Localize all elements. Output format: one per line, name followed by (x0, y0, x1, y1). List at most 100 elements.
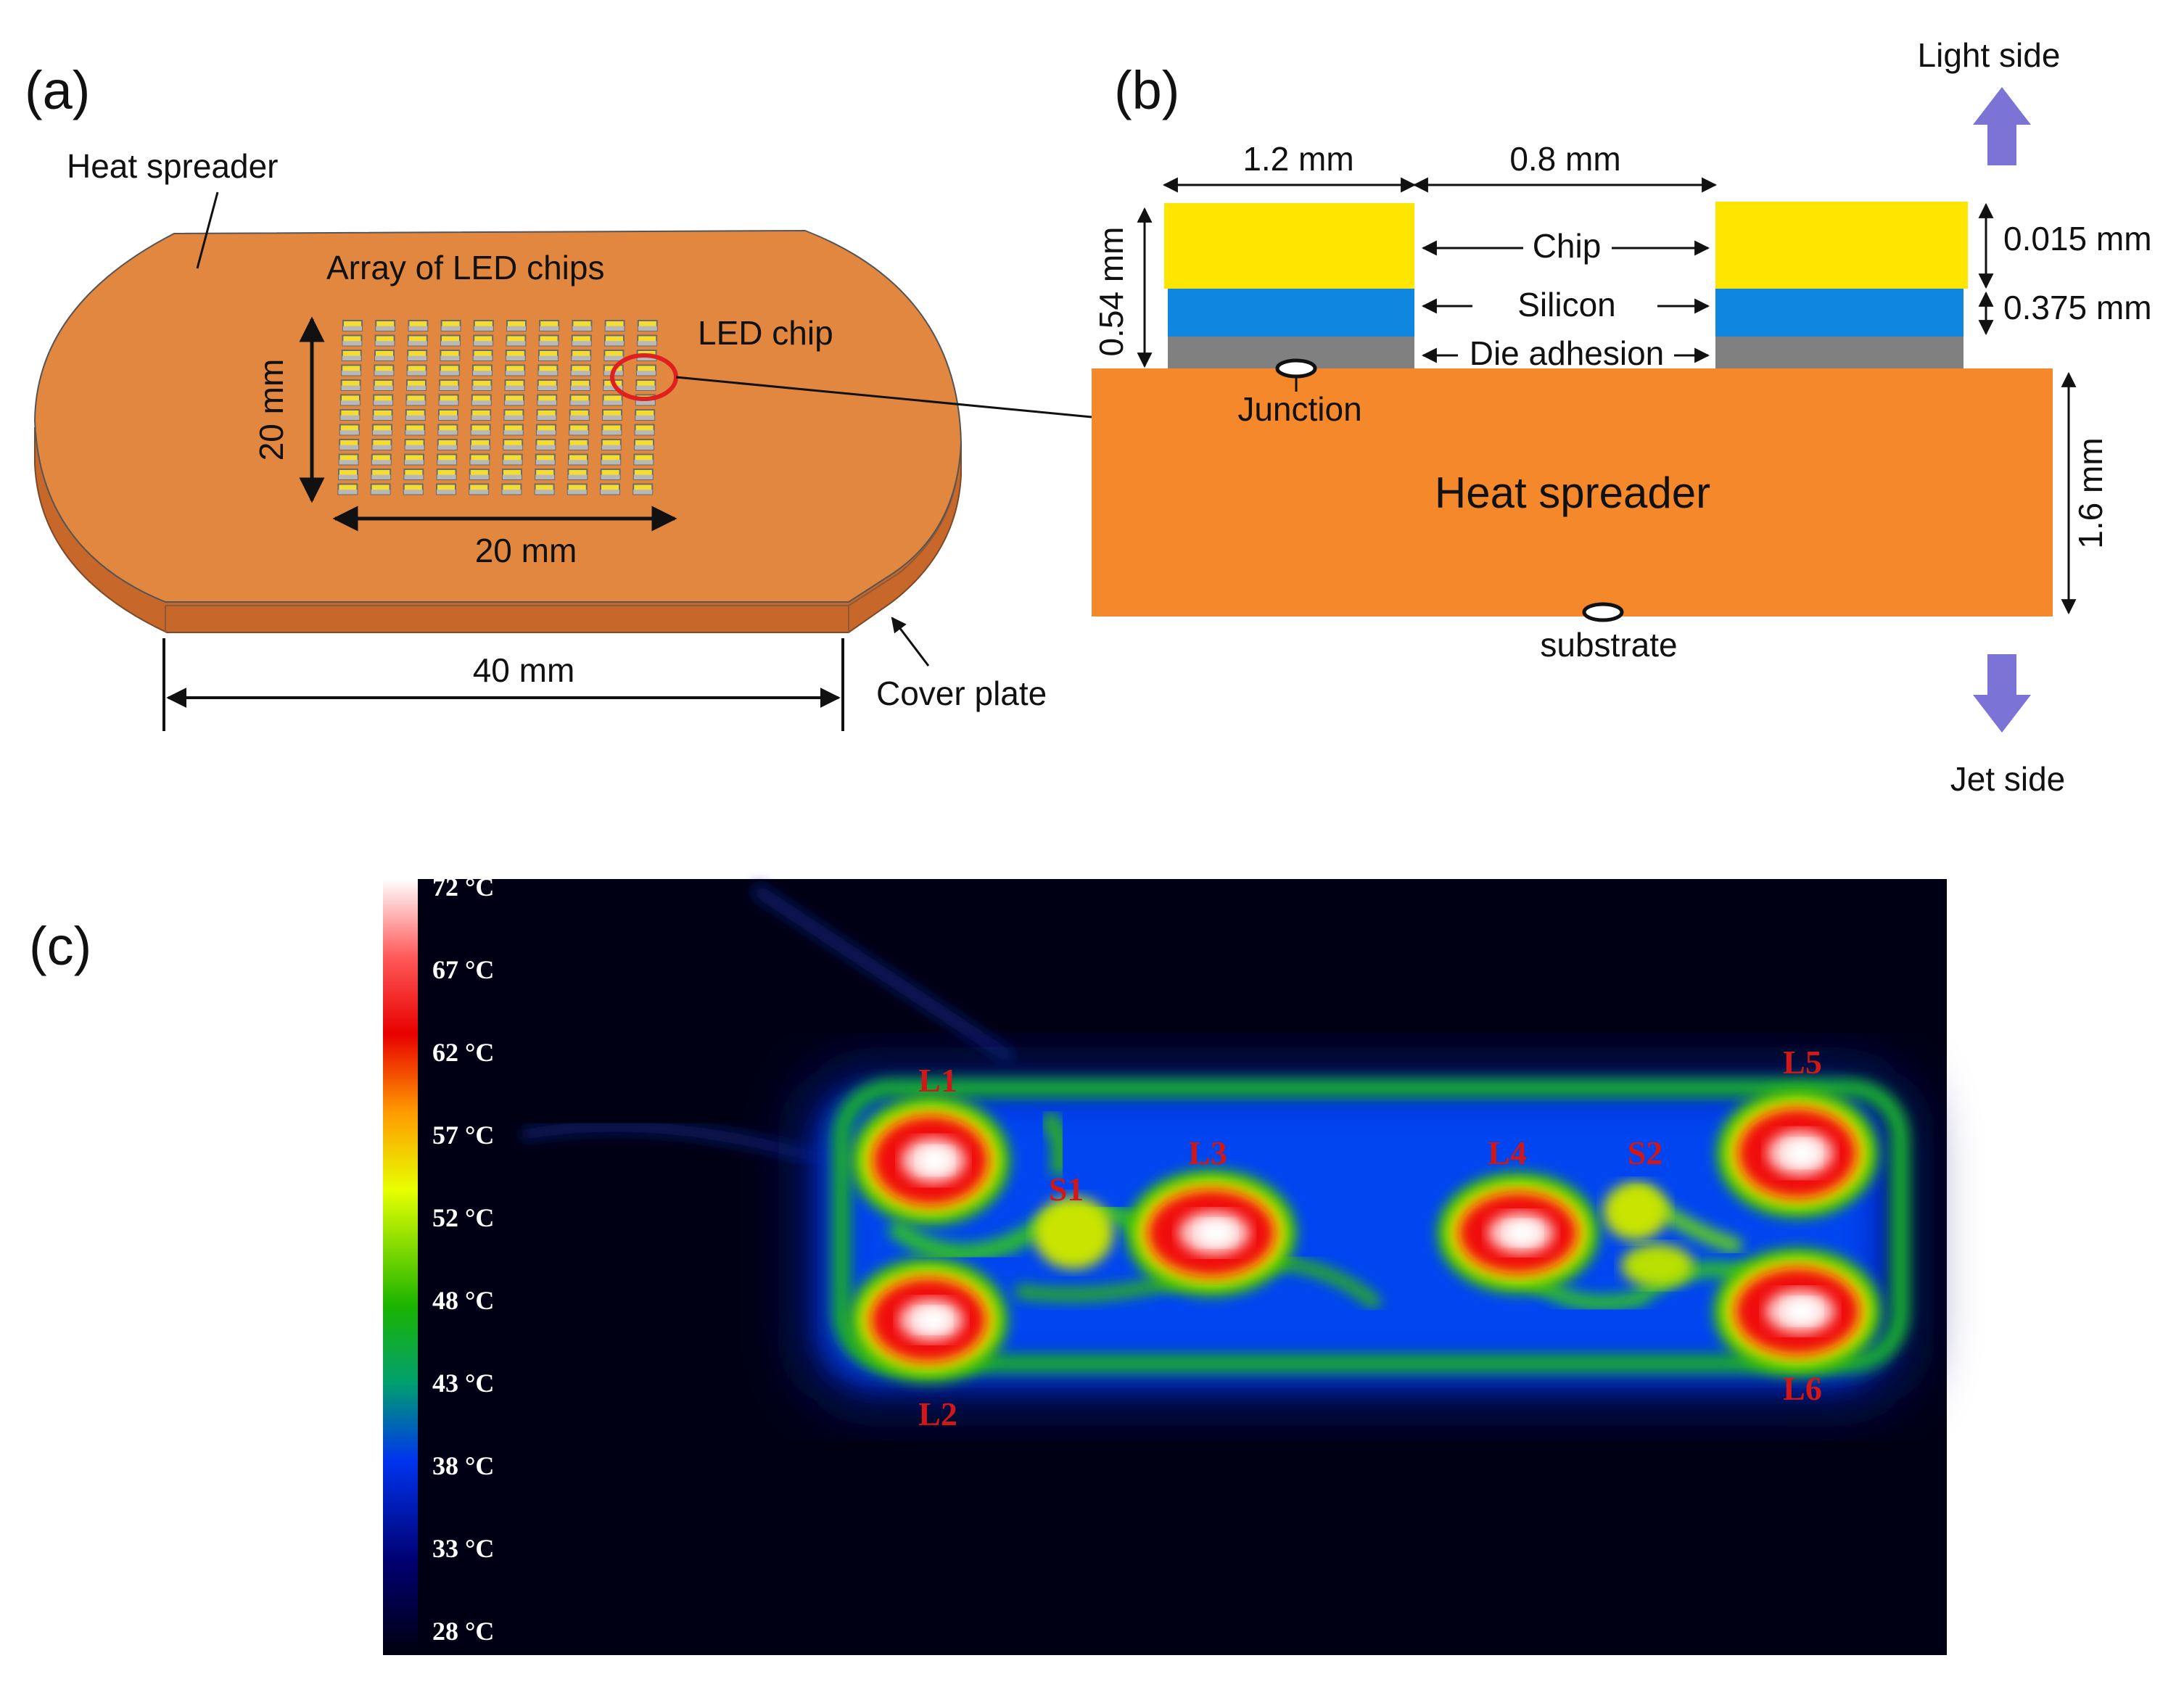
heat-spreader-label-b: Heat spreader (1435, 469, 1710, 517)
led-chip-cell (469, 453, 490, 466)
led-chip-cell (371, 469, 392, 480)
scale-label: 67 °C (432, 955, 494, 984)
dim-silicon-thickness: 0.375 mm (2003, 289, 2152, 326)
silicon-label: Silicon (1517, 286, 1616, 323)
led-chip-cell (469, 483, 490, 495)
led-chip-cell (471, 379, 493, 391)
led-chip-cell (469, 469, 490, 480)
led-chip-cell (636, 364, 656, 376)
led-chip-cell (371, 453, 392, 466)
led-chip-cell (406, 379, 427, 391)
led-chip-cell (470, 424, 491, 436)
scale-label: 28 °C (432, 1617, 494, 1646)
jet-side-label: Jet side (1950, 760, 2066, 798)
led-chip-cell (569, 394, 590, 406)
led-chip-cell (634, 424, 655, 436)
led-chip-cell (436, 483, 456, 495)
led-chip-cell (340, 394, 360, 406)
scale-label: 62 °C (432, 1038, 494, 1067)
led-chip-cell (472, 350, 493, 361)
led-chip-cell (339, 409, 360, 421)
led-chip-grid (337, 320, 658, 495)
led-chip-cell (406, 364, 427, 376)
thermal-tag-s1: S1 (1049, 1171, 1084, 1208)
scale-label: 33 °C (432, 1534, 494, 1563)
led-chip-cell (505, 350, 526, 361)
led-chip-cell (342, 334, 363, 347)
led-chip-cell (339, 424, 360, 436)
led-chip-cell (569, 409, 590, 421)
led-chip-cell (568, 439, 589, 450)
led-chip-cell (440, 334, 461, 347)
hot-spot (849, 1258, 1008, 1382)
scale-label: 72 °C (432, 873, 494, 902)
array-title: Array of LED chips (326, 249, 604, 286)
led-chip-cell (566, 483, 588, 495)
led-chip-cell (405, 424, 426, 436)
led-chip-cell (437, 424, 458, 436)
thermal-tag-l5: L5 (1783, 1044, 1822, 1081)
led-chip-cell (604, 320, 625, 331)
led-chip-cell (604, 334, 625, 347)
led-chip-cell (440, 320, 461, 331)
led-chip-cell (404, 453, 424, 466)
dim-width-a: 40 mm (473, 651, 575, 689)
led-chip-cell (440, 350, 461, 361)
led-chip-cell (571, 350, 592, 361)
panel-a: (a) Heat spreader Array of LED chips LED… (25, 60, 1092, 731)
hot-spot (1126, 1169, 1297, 1297)
thermal-tag-s2: S2 (1628, 1134, 1663, 1171)
led-chip-cell (374, 364, 395, 376)
dim-vertical-a: 20 mm (252, 359, 290, 461)
substrate-label: substrate (1540, 626, 1677, 664)
dim-chip-thickness: 0.015 mm (2003, 220, 2152, 257)
led-chip-cell (439, 379, 460, 391)
led-chip-cell (374, 350, 395, 361)
thermal-color-scale (383, 879, 418, 1655)
led-chip-cell (601, 439, 622, 450)
led-chip-cell (437, 439, 458, 450)
led-chip-cell (603, 350, 625, 361)
scale-label: 38 °C (432, 1451, 494, 1480)
led-chip-cell (371, 439, 392, 450)
light-side-label: Light side (1918, 36, 2061, 74)
led-chip-cell (600, 483, 620, 495)
led-chip-cell (407, 350, 428, 361)
zoom-connector (675, 376, 1092, 418)
scale-label: 57 °C (432, 1121, 494, 1150)
hot-spot (1437, 1172, 1599, 1294)
led-chip-cell (632, 483, 654, 495)
led-chip-cell (473, 334, 494, 347)
thermal-heat-map (521, 883, 1915, 1407)
jet-side-arrow (1973, 654, 2031, 733)
led-chip-cell (570, 379, 590, 391)
hot-spot (1716, 1088, 1879, 1218)
led-chip-cell (436, 469, 457, 480)
led-chip-cell (506, 334, 527, 347)
led-chip-cell (538, 350, 559, 361)
led-chip-cell (439, 364, 460, 376)
led-chip-cell (403, 469, 424, 480)
led-chip-cell (471, 394, 492, 406)
led-chip-cell (372, 424, 392, 436)
led-chip-label: LED chip (698, 314, 833, 352)
scale-label: 43 °C (432, 1369, 494, 1398)
led-chip-cell (567, 469, 588, 480)
led-chip-cell (535, 469, 556, 480)
led-chip-cell (572, 320, 593, 331)
led-chip-cell (372, 409, 393, 421)
led-chip-cell (569, 424, 590, 436)
led-chip-cell (635, 379, 656, 391)
led-chip-cell (602, 394, 623, 406)
led-chip-cell (536, 424, 556, 436)
led-chip-cell (571, 334, 592, 347)
led-chip-cell (537, 364, 559, 376)
hot-spot (1713, 1247, 1882, 1375)
led-chip-cell (633, 453, 654, 466)
led-chip-cell (502, 453, 523, 466)
die-adhesion-right (1715, 337, 1963, 368)
dim-horizontal-a: 20 mm (475, 532, 577, 569)
led-chip-cell (504, 379, 525, 391)
led-chip-cell (339, 439, 360, 450)
